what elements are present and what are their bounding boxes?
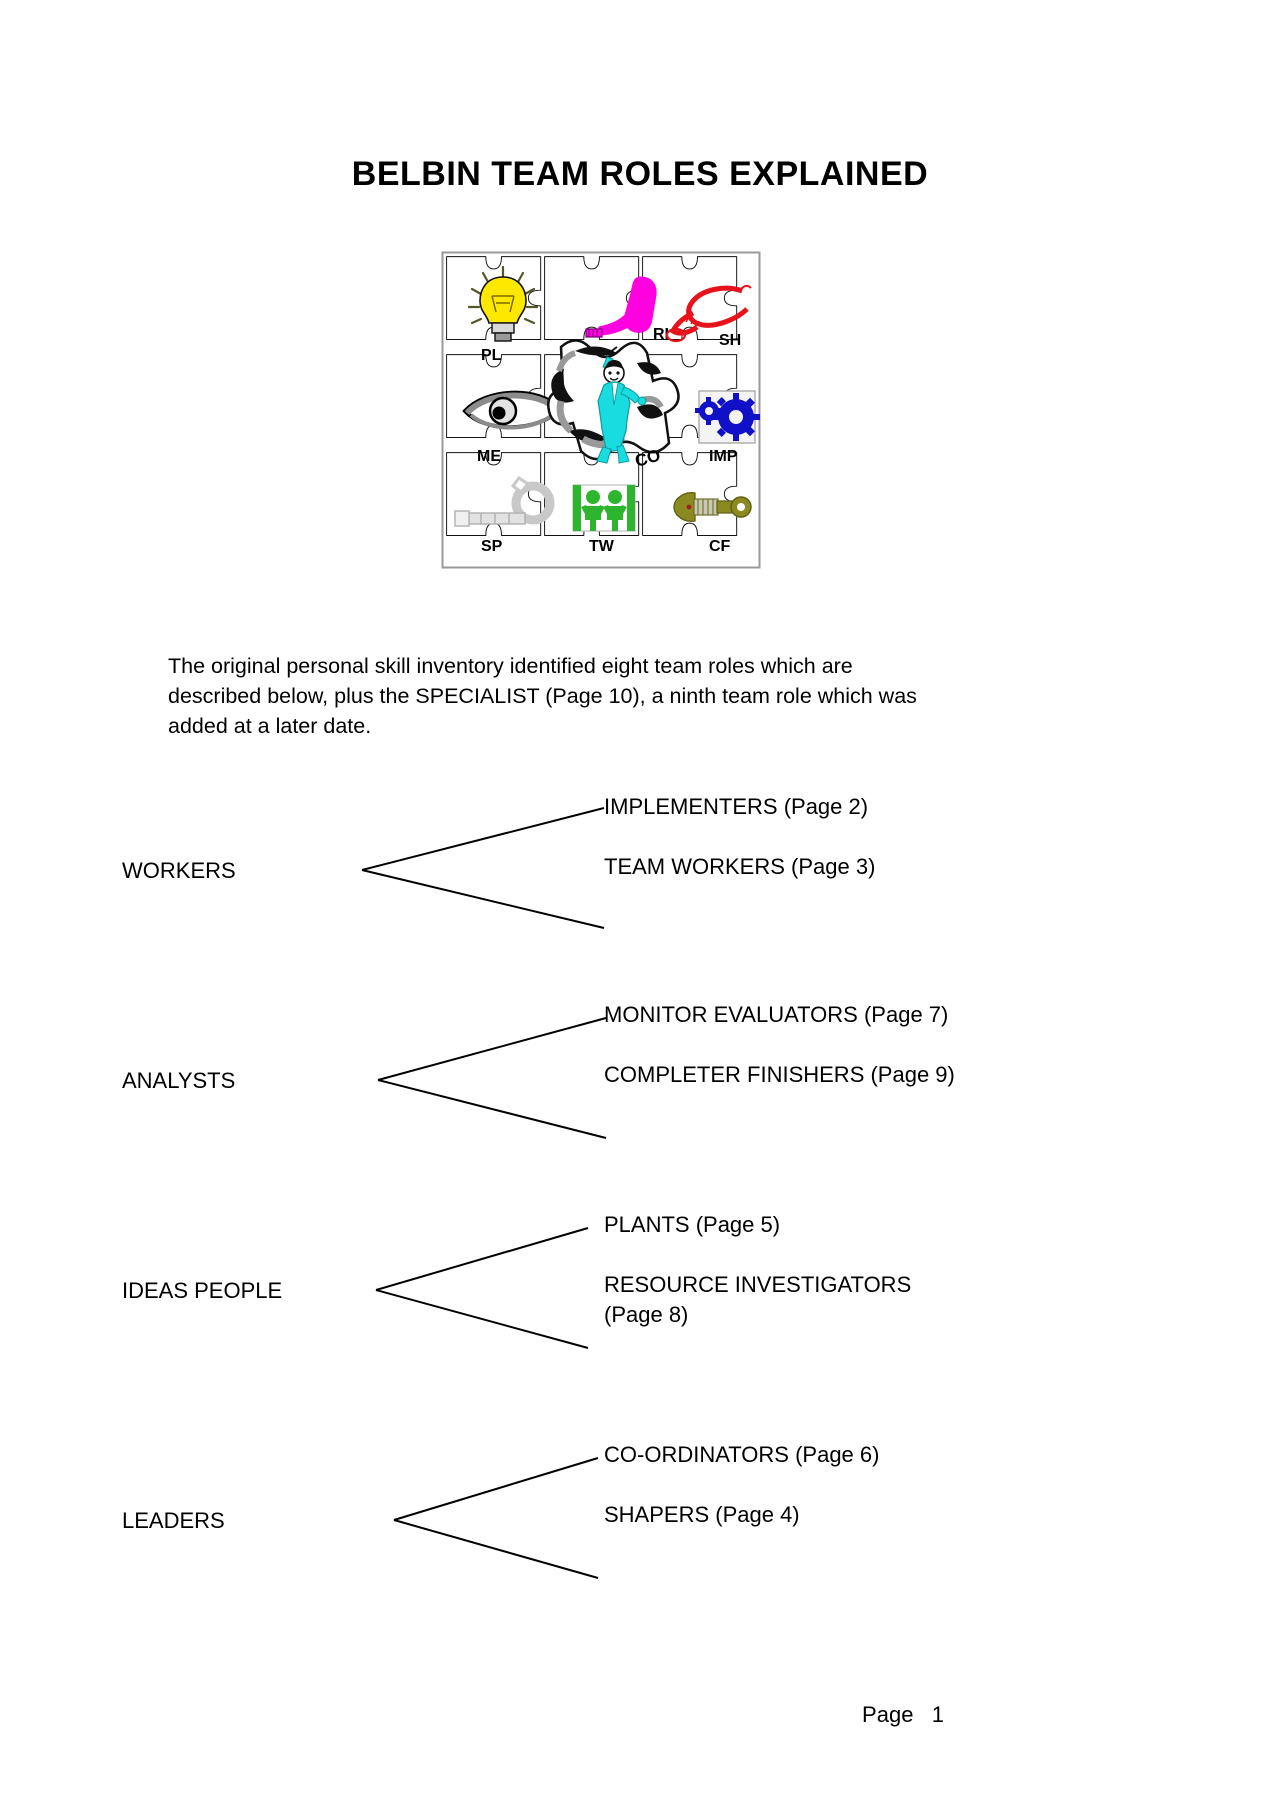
branch-connector-ideas-people — [375, 1227, 589, 1349]
puzzle-label-sh: SH — [719, 332, 741, 349]
puzzle-label-sp: SP — [481, 538, 503, 555]
puzzle-label-imp: IMP — [709, 448, 738, 465]
intro-paragraph: The original personal skill inventory id… — [168, 653, 917, 738]
group-row-leaders: LEADERS CO-ORDINATORS (Page 6) SHAPERS (… — [0, 1428, 1280, 1648]
whip-icon — [665, 284, 752, 343]
eye-icon — [462, 390, 564, 430]
role-link-co-ordinators[interactable]: CO-ORDINATORS (Page 6) — [604, 1442, 880, 1467]
role-link-resource-investigators[interactable]: RESOURCE INVESTIGATORS (Page 8) — [604, 1272, 912, 1327]
group-row-workers: WORKERS IMPLEMENTERS (Page 2) TEAM WORKE… — [0, 780, 1280, 980]
role-link-monitor-evaluators[interactable]: MONITOR EVALUATORS (Page 7) — [604, 1002, 949, 1027]
page-title: BELBIN TEAM ROLES EXPLAINED — [351, 154, 929, 193]
puzzle-label-ri: RI — [653, 326, 669, 343]
spanner-icon — [454, 475, 555, 527]
group-label-workers: WORKERS — [122, 858, 236, 883]
branch-connector-workers — [361, 807, 605, 929]
group-row-analysts: ANALYSTS MONITOR EVALUATORS (Page 7) COM… — [0, 988, 1280, 1198]
centre-puzzle-piece — [547, 339, 680, 464]
gears-icon — [695, 390, 760, 444]
clamp-key-icon — [673, 491, 752, 523]
puzzle-label-cf: CF — [709, 538, 731, 555]
belbin-puzzle-figure: PL RI SH — [441, 251, 761, 569]
holding-hands-icon — [572, 484, 636, 532]
role-link-completer-finishers[interactable]: COMPLETER FINISHERS (Page 9) — [604, 1062, 955, 1087]
branch-connector-leaders — [393, 1457, 599, 1579]
puzzle-label-pl: PL — [481, 347, 502, 364]
puzzle-label-tw: TW — [589, 538, 615, 555]
group-label-leaders: LEADERS — [122, 1508, 225, 1533]
role-link-team-workers[interactable]: TEAM WORKERS (Page 3) — [604, 854, 876, 879]
conductor-icon — [596, 346, 647, 464]
branch-connector-analysts — [377, 1017, 607, 1139]
role-link-shapers[interactable]: SHAPERS (Page 4) — [604, 1502, 800, 1527]
role-link-plants[interactable]: PLANTS (Page 5) — [604, 1212, 781, 1237]
group-row-ideas-people: IDEAS PEOPLE PLANTS (Page 5) RESOURCE IN… — [0, 1198, 1280, 1428]
role-link-implementers[interactable]: IMPLEMENTERS (Page 2) — [604, 794, 869, 819]
lightbulb-icon — [467, 265, 539, 342]
page-number-footer: Page 1 — [862, 1702, 944, 1727]
telephone-handset-icon — [585, 276, 657, 338]
puzzle-label-me: ME — [477, 448, 501, 465]
group-label-analysts: ANALYSTS — [122, 1068, 236, 1093]
group-label-ideas-people: IDEAS PEOPLE — [122, 1278, 283, 1303]
